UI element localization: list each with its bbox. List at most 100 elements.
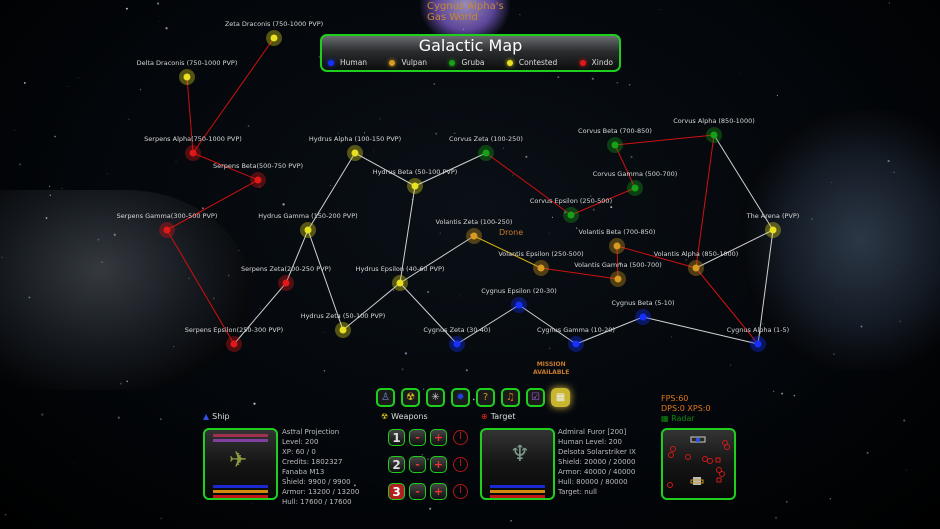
system-cygnus-beta[interactable]: Cygnus Beta (5-10) [611,299,675,325]
target-hull: Hull: 80000 / 80000 [558,478,628,486]
weapon-1-increase[interactable]: + [430,429,447,446]
legend-dot [506,59,513,66]
weapon-1-decrease[interactable]: - [409,429,426,446]
mission-grid-button[interactable]: ▦ [551,388,570,407]
system-cygnus-gamma[interactable]: Cygnus Gamma (10-20) [537,326,615,352]
system-corvus-gamma[interactable]: Corvus Gamma (500-700) [593,170,678,196]
system-volantis-alpha[interactable]: Volantis Alpha (850-1000) [654,250,739,276]
system-serpens-epsilon[interactable]: Serpens Epsilon(250-300 PVP) [185,326,283,352]
ship-armor: Armor: 13200 / 13200 [282,488,360,496]
ship-level: Level: 200 [282,438,319,446]
legend-label: Gruba [461,58,485,67]
weapon-2-power-icon[interactable] [453,457,468,472]
star [159,21,160,22]
weapon-3-decrease[interactable]: - [409,483,426,500]
route-line [399,282,458,345]
grid-icon: ▦ [555,392,566,403]
system-node-icon [537,264,545,272]
route-line [414,152,487,187]
system-volantis-zeta[interactable]: Volantis Zeta (100-250) [436,218,513,244]
system-corvus-beta[interactable]: Corvus Beta (700-850) [578,127,652,153]
star [318,55,321,58]
star [628,83,631,86]
star [276,524,278,526]
system-label: Volantis Zeta (100-250) [436,218,513,226]
star [860,325,863,328]
star [685,259,687,261]
target-armor: Armor: 40000 / 40000 [558,468,636,476]
system-label: Hydrus Beta (50-100 PVP) [373,168,458,176]
route-line [399,235,475,284]
star [512,174,514,176]
weapon-2-button[interactable]: 2 [388,456,405,473]
target-heading: ⊕Target [481,412,515,421]
weapon-1-button[interactable]: 1 [388,429,405,446]
system-hydrus-alpha[interactable]: Hydrus Alpha (100-150 PVP) [309,135,401,161]
system-delta-draconis[interactable]: Delta Draconis (750-1000 PVP) [137,59,238,85]
star [472,398,475,401]
weapon-2-increase[interactable]: + [430,456,447,473]
weapon-1-power-icon[interactable] [453,430,468,445]
star [429,507,432,510]
system-hydrus-beta[interactable]: Hydrus Beta (50-100 PVP) [373,168,458,194]
system-volantis-epsilon[interactable]: Volantis Epsilon (250-500) [498,250,584,276]
crew-button[interactable]: ♙ [376,388,395,407]
network-button[interactable]: ✳ [426,388,445,407]
system-label: Corvus Beta (700-850) [578,127,652,135]
system-volantis-gamma[interactable]: Volantis Gamma (500-700) [574,261,662,287]
weapon-3-increase[interactable]: + [430,483,447,500]
system-cygnus-epsilon[interactable]: Cygnus Epsilon (20-30) [481,287,557,313]
route-line [307,152,356,231]
music-button[interactable]: ♫ [501,388,520,407]
legend-label: Human [340,58,368,67]
drone-label[interactable]: Drone [499,228,524,237]
star [125,7,128,10]
system-serpens-zeta[interactable]: Serpens Zeta(200-250 PVP) [241,265,331,291]
system-volantis-beta[interactable]: Volantis Beta (700-850) [579,228,656,254]
star [307,269,309,270]
route-line [192,37,275,154]
system-label: Cygnus Epsilon (20-30) [481,287,557,295]
ship-xp: XP: 60 / 0 [282,448,316,456]
system-serpens-alpha[interactable]: Serpens Alpha(750-1000 PVP) [144,135,242,161]
system-hydrus-zeta[interactable]: Hydrus Zeta (50-100 PVP) [301,312,386,338]
missions-button[interactable]: ☑ [526,388,545,407]
system-corvus-zeta[interactable]: Corvus Zeta (100-250) [449,135,523,161]
system-corvus-epsilon[interactable]: Corvus Epsilon (250-500) [530,197,612,223]
star [502,147,505,149]
system-node-icon [611,141,619,149]
system-cygnus-alpha[interactable]: Cygnus Alpha (1-5) [727,326,789,352]
system-serpens-beta[interactable]: Serpens Beta(500-750 PVP) [213,162,303,188]
star [175,160,177,162]
radiation-button[interactable]: ☢ [401,388,420,407]
weapon-3-power-icon[interactable] [453,484,468,499]
system-node-icon [396,279,404,287]
system-serpens-gamma[interactable]: Serpens Gamma(300-500 PVP) [117,212,218,238]
star [519,14,521,16]
weapon-2-decrease[interactable]: - [409,456,426,473]
system-zeta-draconis[interactable]: Zeta Draconis (750-1000 PVP) [225,20,323,46]
star [829,498,831,500]
armor-bar [213,490,268,493]
system-node-icon [754,340,762,348]
help-button[interactable]: ? [476,388,495,407]
star [259,308,261,310]
star [888,2,890,4]
system-hydrus-epsilon[interactable]: Hydrus Epsilon (40-60 PVP) [356,265,445,291]
star [106,173,108,175]
system-the-arena[interactable]: The Arena (PVP) [746,212,800,238]
star [575,227,578,229]
legend-label: Contested [518,58,558,67]
settings-button[interactable]: ✹ [451,388,470,407]
system-hydrus-gamma[interactable]: Hydrus Gamma (150-200 PVP) [258,212,358,238]
radar-display[interactable] [661,428,736,500]
star [293,429,295,431]
ship-portrait[interactable]: ✈ [203,428,278,500]
star [353,484,356,487]
weapon-3-button[interactable]: 3 [388,483,405,500]
target-portrait[interactable]: ♆ [480,428,555,500]
system-corvus-alpha[interactable]: Corvus Alpha (850-1000) [673,117,755,143]
system-cygnus-zeta[interactable]: Cygnus Zeta (30-40) [423,326,491,352]
